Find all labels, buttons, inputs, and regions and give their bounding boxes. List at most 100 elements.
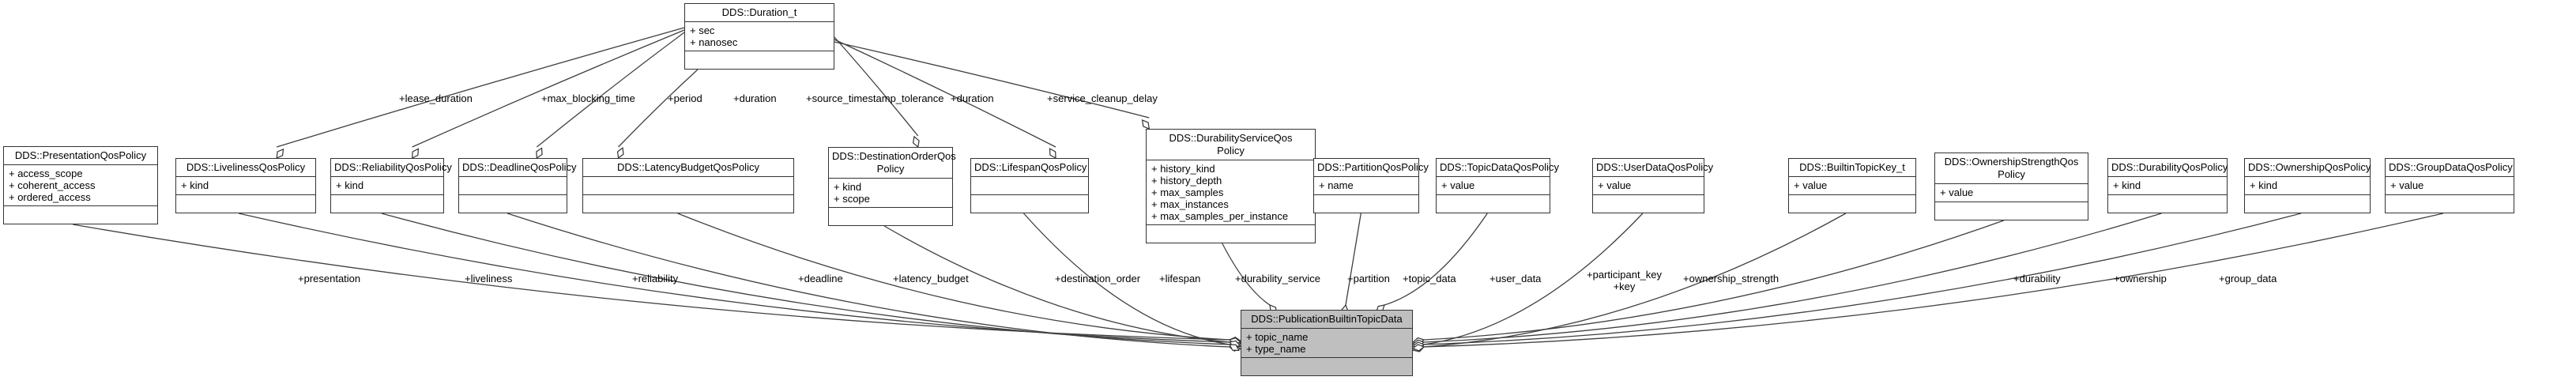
edge-latency [677, 213, 1230, 341]
edge-label-lifespan: +lifespan [1159, 273, 1201, 284]
class-name: DDS::DurabilityQosPolicy [2108, 159, 2228, 177]
aggregation-diamond-icon [1141, 119, 1151, 130]
class-attributes: + kind+ scope [829, 179, 952, 208]
edge-topicdata [1384, 213, 1488, 306]
aggregation-diamond-icon [616, 146, 624, 160]
class-operations [685, 51, 834, 69]
class-box-groupdata[interactable]: DDS::GroupDataQosPolicy+ value [2385, 158, 2514, 213]
class-operations [2245, 195, 2370, 213]
class-box-topicdata[interactable]: DDS::TopicDataQosPolicy+ value [1436, 158, 1559, 213]
class-name: DDS::ReliabilityQosPolicy [331, 159, 452, 177]
class-operations [176, 195, 315, 213]
class-operations [1437, 195, 1550, 213]
class-attributes: + topic_name+ type_name [1241, 329, 1412, 358]
class-name: DDS::UserDataQosPolicy [1593, 159, 1713, 177]
class-box-latency[interactable]: DDS::LatencyBudgetQosPolicy [582, 158, 794, 213]
aggregation-diamond-icon [536, 147, 543, 160]
class-operations [1593, 195, 1704, 213]
edge-lifespan [1023, 213, 1230, 345]
class-attributes: + access_scope+ coherent_access+ ordered… [4, 165, 157, 206]
aggregation-diamond-icon [1411, 344, 1425, 352]
class-attributes: + kind [2108, 177, 2227, 195]
class-attributes: + value [1789, 177, 1915, 195]
class-name: DDS::LivelinessQosPolicy [176, 159, 315, 177]
attribute: + value [1441, 179, 1475, 191]
edge-label-topicdata: +topic_data [1403, 273, 1456, 284]
class-box-reliability[interactable]: DDS::ReliabilityQosPolicy+ kind [330, 158, 452, 213]
edge-duration-reliability [412, 29, 685, 148]
attribute: + sec [690, 24, 715, 36]
class-name: DDS::Duration_t [685, 4, 834, 22]
edge-label-destorder: +source_timestamp_tolerance [806, 92, 944, 104]
edge-label-reliability: +max_blocking_time [541, 92, 635, 104]
class-operations [1789, 195, 1915, 213]
attribute: + scope [834, 193, 870, 205]
class-operations [971, 195, 1088, 213]
class-attributes: + value [2386, 177, 2514, 195]
class-operations [1147, 225, 1315, 243]
edge-liveliness [238, 213, 1230, 343]
class-box-deadline[interactable]: DDS::DeadlineQosPolicy [458, 158, 577, 213]
class-name: DDS::DurabilityServiceQos Policy [1147, 130, 1315, 160]
edge-label-ownership: +ownership [2114, 273, 2167, 284]
edge-label-deadline: +deadline [798, 273, 843, 284]
edge-groupdata [1423, 213, 2443, 348]
edge-label-deadline: +period [668, 92, 702, 104]
edge-duration-destorder [834, 36, 919, 137]
class-box-destorder[interactable]: DDS::DestinationOrderQos Policy+ kind+ s… [828, 147, 956, 226]
class-box-userdata[interactable]: DDS::UserDataQosPolicy+ value [1592, 158, 1713, 213]
edge-durability [1423, 213, 2162, 343]
class-attributes [583, 177, 793, 195]
attribute: + coherent_access [9, 179, 96, 191]
attribute: + value [1794, 179, 1828, 191]
edge-reliability [381, 213, 1230, 345]
edge-deadline [507, 213, 1230, 348]
class-operations [2108, 195, 2227, 213]
edge-duration-deadline [536, 32, 685, 148]
edge-label-durability: +durability [2013, 273, 2061, 284]
attribute: + kind [834, 181, 862, 193]
class-name: DDS::DestinationOrderQos Policy [829, 148, 956, 179]
class-operations [1314, 195, 1418, 213]
aggregation-diamond-icon [412, 148, 420, 160]
edge-duration-durservice [834, 41, 1150, 119]
class-box-liveliness[interactable]: DDS::LivelinessQosPolicy+ kind [175, 158, 316, 213]
attribute: + kind [181, 179, 209, 191]
attribute: + access_scope [9, 168, 83, 179]
class-attributes: + kind [331, 177, 443, 195]
class-box-lifespan[interactable]: DDS::LifespanQosPolicy [970, 158, 1089, 213]
edge-label-ownstrength: +ownership_strength [1683, 273, 1779, 284]
attribute: + history_depth [1151, 175, 1222, 186]
class-box-pub[interactable]: DDS::PublicationBuiltinTopicData+ topic_… [1241, 310, 1413, 376]
class-operations [331, 195, 443, 213]
class-name: DDS::BuiltinTopicKey_t [1789, 159, 1915, 177]
class-attributes: + value [1593, 177, 1704, 195]
class-box-durservice[interactable]: DDS::DurabilityServiceQos Policy+ histor… [1146, 129, 1316, 243]
aggregation-diamond-icon [912, 135, 920, 149]
edge-label-groupdata: +group_data [2219, 273, 2277, 284]
class-attributes: + kind [176, 177, 315, 195]
edge-ownstrength [1423, 220, 2004, 341]
class-attributes: + value [1935, 184, 2088, 202]
attribute: + max_samples [1151, 186, 1224, 198]
edge-label-destorder: +destination_order [1055, 273, 1141, 284]
class-name: DDS::PublicationBuiltinTopicData [1241, 311, 1412, 329]
class-name: DDS::TopicDataQosPolicy [1437, 159, 1559, 177]
class-box-topickey[interactable]: DDS::BuiltinTopicKey_t+ value [1788, 158, 1916, 213]
attribute: + kind [2250, 179, 2278, 191]
attribute: + type_name [1246, 343, 1306, 355]
class-box-durability[interactable]: DDS::DurabilityQosPolicy+ kind [2107, 158, 2228, 213]
class-box-partition[interactable]: DDS::PartitionQosPolicy+ name [1313, 158, 1429, 213]
edge-duration-lifespan [834, 39, 1056, 148]
class-box-presentation[interactable]: DDS::PresentationQosPolicy+ access_scope… [3, 146, 158, 224]
edge-userdata [1423, 213, 1644, 345]
class-operations [829, 208, 952, 225]
class-operations [1241, 358, 1412, 375]
aggregation-diamond-icon [1228, 344, 1240, 352]
class-name: DDS::PresentationQosPolicy [4, 147, 157, 165]
class-box-ownership[interactable]: DDS::OwnershipQosPolicy+ kind [2244, 158, 2371, 213]
attribute: + ordered_access [9, 191, 91, 203]
class-box-dur[interactable]: DDS::Duration_t+ sec+ nanosec [684, 3, 834, 70]
class-box-ownstrength[interactable]: DDS::OwnershipStrengthQos Policy+ value [1934, 153, 2088, 220]
aggregation-diamond-icon [276, 148, 284, 159]
